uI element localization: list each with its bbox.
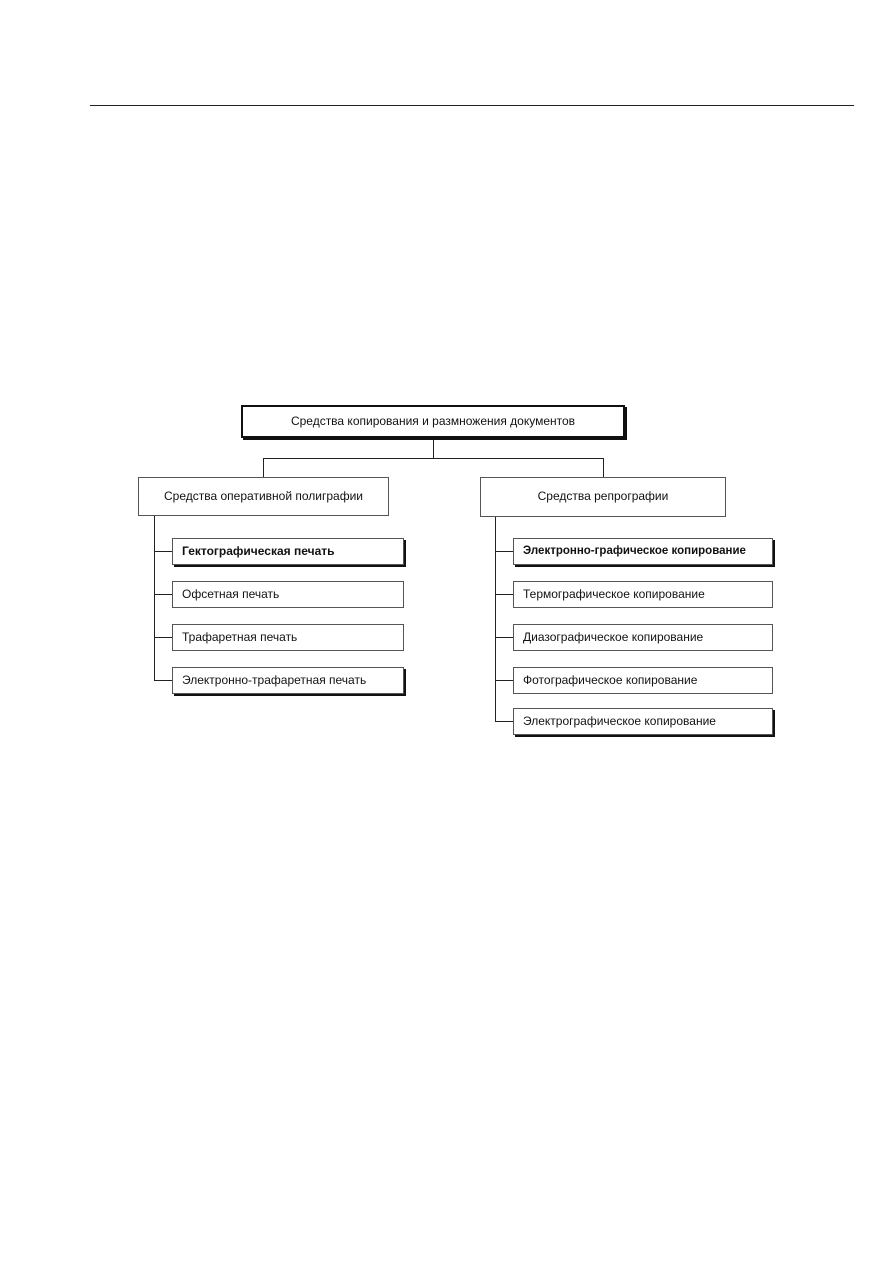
left-branch-node: Средства оперативной полиграфии <box>138 477 389 516</box>
right-branch-label: Средства репрографии <box>537 489 669 504</box>
right-tick <box>495 594 513 595</box>
left-tick <box>154 680 172 681</box>
left-item-label: Гектографическая печать <box>182 543 335 558</box>
left-item-label: Электронно-трафаретная печать <box>182 672 367 687</box>
right-item-label: Электронно-графическое копирование <box>523 545 746 558</box>
left-item-node: Электронно-трафаретная печать <box>172 667 404 694</box>
left-tick <box>154 637 172 638</box>
left-branch-connector <box>263 458 264 478</box>
left-item-label: Трафаретная печать <box>182 629 298 644</box>
root-connector-vertical <box>433 437 434 459</box>
right-tick <box>495 637 513 638</box>
left-tick <box>154 551 172 552</box>
right-item-label: Термографическое копирование <box>523 586 705 601</box>
right-tick <box>495 721 513 722</box>
right-tick <box>495 551 513 552</box>
header-rule <box>90 105 854 106</box>
left-item-node: Офсетная печать <box>172 581 404 608</box>
right-item-label: Электрографическое копирование <box>523 713 716 728</box>
root-node-label: Средства копирования и размножения докум… <box>290 413 576 428</box>
left-branch-label: Средства оперативной полиграфии <box>164 488 363 503</box>
left-item-node: Трафаретная печать <box>172 624 404 651</box>
right-item-label: Фотографическое копирование <box>523 672 698 687</box>
root-node: Средства копирования и размножения докум… <box>241 405 625 438</box>
branch-connector-horizontal <box>263 458 604 459</box>
right-item-node: Электронно-графическое копирование <box>513 538 773 565</box>
right-branch-node: Средства репрографии <box>480 477 726 517</box>
right-spine <box>495 517 496 722</box>
right-item-label: Диазографическое копирование <box>523 629 704 644</box>
right-item-node: Фотографическое копирование <box>513 667 773 694</box>
left-item-label: Офсетная печать <box>182 586 280 601</box>
right-branch-connector <box>603 458 604 477</box>
right-item-node: Электрографическое копирование <box>513 708 773 735</box>
right-tick <box>495 680 513 681</box>
right-item-node: Диазографическое копирование <box>513 624 773 651</box>
left-tick <box>154 594 172 595</box>
left-spine <box>154 516 155 681</box>
right-item-node: Термографическое копирование <box>513 581 773 608</box>
left-item-node: Гектографическая печать <box>172 538 404 565</box>
